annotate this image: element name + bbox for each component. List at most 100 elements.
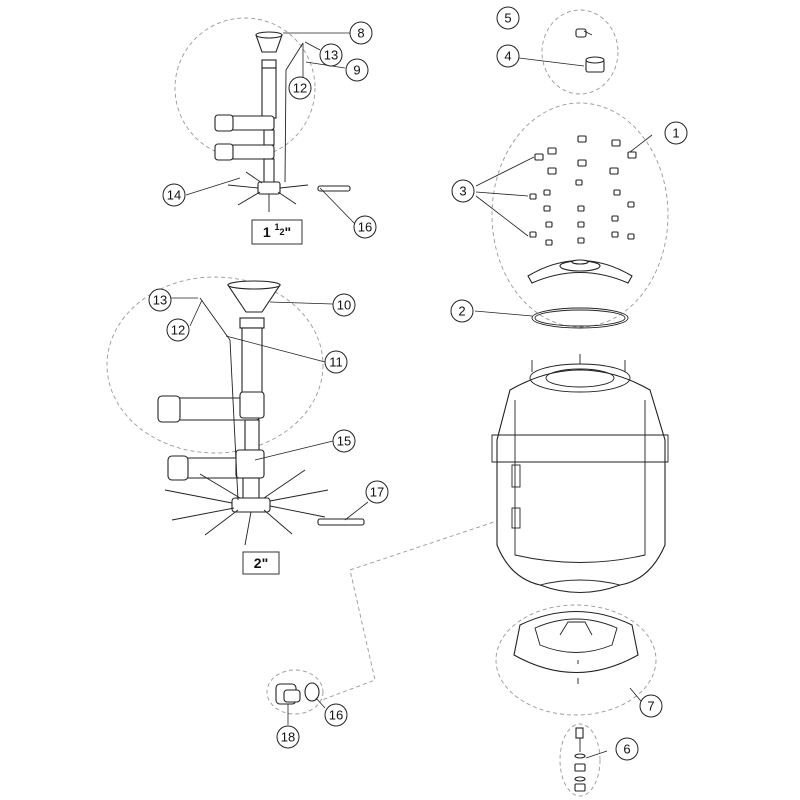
group-outline-drain: [266, 669, 324, 715]
callout-17: 16: [324, 703, 348, 727]
svg-text:14: 14: [167, 188, 181, 203]
large-lower-inlet-nut: [167, 455, 189, 481]
large-upper-outlet-nut: [157, 395, 181, 423]
large-air-bleed-tube: [199, 297, 239, 501]
svg-text:7: 7: [647, 699, 654, 714]
svg-text:10: 10: [337, 298, 351, 313]
small-lower-inlet-pipe: [229, 144, 275, 160]
large-lower-elbow: [235, 449, 265, 479]
callout-2: 2: [450, 299, 474, 323]
small-laterals: [227, 171, 309, 212]
callout-4: 4: [496, 44, 520, 68]
svg-text:9: 9: [353, 63, 360, 78]
filter-cover: [527, 259, 633, 284]
size-label-small-box: [251, 219, 303, 245]
large-upper-pipe: [241, 327, 263, 397]
large-thread-ring: [239, 317, 265, 329]
svg-text:12: 12: [171, 323, 185, 338]
callout-12-small: 12: [288, 76, 312, 100]
small-spare-lateral: [317, 185, 351, 192]
small-upper-outlet-nut: [214, 114, 234, 132]
large-upper-elbow: [239, 391, 265, 419]
size-small-whole: 1: [263, 224, 275, 240]
group-outline-small-top: [174, 17, 316, 159]
group-outline-laterals-cover: [491, 102, 669, 328]
callout-5: 5: [496, 6, 520, 30]
callout-13-small: 13: [319, 43, 343, 67]
svg-text:6: 6: [623, 742, 630, 757]
svg-text:2: 2: [458, 304, 465, 319]
cover-o-ring-inner: [534, 309, 626, 327]
size-small-den: 2: [280, 227, 285, 237]
small-cap-nut: [575, 28, 587, 38]
size-label-small: 1 12": [251, 219, 303, 245]
callout-9: 9: [345, 58, 369, 82]
filter-tank: [491, 354, 669, 594]
callout-12-large: 12: [166, 318, 190, 342]
group-outline-bolt: [559, 723, 601, 797]
small-lateral-hub: [257, 181, 281, 195]
small-upper-pipe: [261, 67, 277, 119]
svg-text:15: 15: [337, 434, 351, 449]
size-label-large: 2": [242, 551, 280, 575]
large-collector-assembly: [157, 280, 329, 546]
svg-text:3: 3: [459, 184, 466, 199]
group-outline-base: [495, 604, 657, 716]
small-collector-assembly: [214, 31, 309, 212]
callout-1: 1: [664, 121, 688, 145]
large-spare-lateral: [317, 518, 365, 526]
small-lower-pipe: [263, 158, 275, 185]
callout-14: 14: [162, 183, 186, 207]
svg-text:1 12": 1 12": [263, 222, 291, 240]
large-lower-pipe: [242, 477, 260, 501]
cover-o-ring: [531, 307, 629, 329]
large-laterals: [164, 469, 329, 546]
cap-nut-top: [585, 56, 605, 64]
size-large-text: 2": [254, 555, 268, 571]
svg-text:16: 16: [358, 220, 372, 235]
filter-base: [513, 611, 639, 684]
group-outline-nuts: [541, 9, 619, 95]
callout-15: 15: [332, 429, 356, 453]
callout-10: 10: [332, 293, 356, 317]
svg-text:17: 17: [370, 485, 384, 500]
drain-route-line: [321, 519, 501, 701]
lateral-caps: [529, 135, 637, 246]
callout-6: 6: [615, 737, 639, 761]
size-label-large-box: [242, 551, 280, 575]
small-upper-outlet-pipe: [229, 115, 275, 131]
svg-text:13: 13: [324, 48, 338, 63]
callout-3: 3: [451, 179, 475, 203]
size-small-unit: ": [285, 224, 292, 240]
leader-lines: [170, 30, 653, 759]
svg-text:4: 4: [504, 49, 511, 64]
svg-text:1: 1: [672, 126, 679, 141]
svg-text:18: 18: [281, 730, 295, 745]
svg-text:13: 13: [153, 293, 167, 308]
small-diffuser-rim: [255, 31, 283, 39]
svg-text:11: 11: [329, 355, 343, 370]
svg-text:16: 16: [329, 708, 343, 723]
callout-18: 18: [276, 725, 300, 749]
small-lower-inlet-nut: [214, 143, 234, 161]
callout-8: 8: [349, 21, 373, 45]
large-diffuser-rim: [227, 280, 281, 290]
drain-plug: [275, 682, 320, 705]
callout-16-large: 17: [365, 480, 389, 504]
svg-text:12: 12: [293, 81, 307, 96]
large-mid-pipe: [244, 419, 260, 451]
small-mid-pipe: [263, 129, 275, 146]
group-outline-large-top: [106, 276, 324, 454]
small-air-bleed-tube: [284, 42, 304, 183]
size-small-num: 1: [275, 222, 280, 232]
svg-text:8: 8: [357, 26, 364, 41]
callout-13-large: 13: [148, 288, 172, 312]
bolt-kit: [574, 727, 586, 792]
svg-text:5: 5: [504, 11, 511, 26]
small-thread-ring: [261, 59, 277, 69]
callout-11: 11: [324, 350, 348, 374]
callout-7: 7: [639, 694, 663, 718]
callout-16-small: 16: [353, 215, 377, 239]
